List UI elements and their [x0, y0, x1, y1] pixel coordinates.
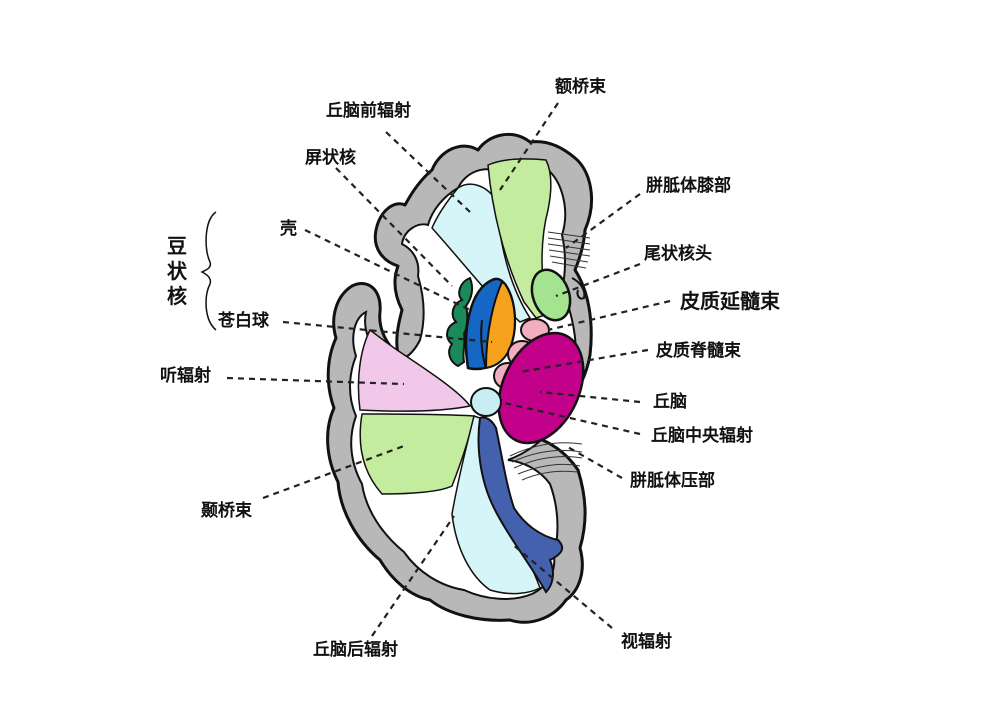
- label-thalamus: 丘脑: [653, 392, 687, 412]
- acoustic-radiation: [357, 328, 472, 412]
- label-posterior-thalamic-radiation: 丘脑后辐射: [313, 640, 398, 660]
- lateral-ventricle: [571, 277, 586, 300]
- label-claustrum: 屏状核: [305, 148, 356, 168]
- label-central-thalamic-radiation: 丘脑中央辐射: [651, 426, 753, 446]
- splenium-corpus-callosum: [509, 442, 583, 481]
- label-genu-corpus-callosum: 胼胝体膝部: [646, 176, 731, 196]
- label-putamen: 壳: [280, 219, 297, 239]
- label-globus-pallidus: 苍白球: [218, 311, 269, 331]
- label-temporopontine: 颞桥束: [201, 501, 252, 521]
- label-acoustic-radiation: 听辐射: [160, 366, 211, 386]
- genu-corpus-callosum: [547, 231, 591, 269]
- optic-radiation: [477, 416, 564, 594]
- label-lentiform-nucleus: 豆状核: [167, 234, 187, 308]
- caudate-head: [530, 268, 572, 322]
- temporopontine-tract: [359, 413, 475, 495]
- leader-lines: [226, 102, 671, 637]
- label-caudate-head: 尾状核头: [644, 244, 712, 264]
- globus-pallidus: [484, 280, 516, 370]
- label-optic-radiation: 视辐射: [621, 632, 672, 652]
- label-splenium-corpus-callosum: 胼胝体压部: [630, 471, 715, 491]
- central-thalamic-radiation: [470, 387, 502, 417]
- lentiform-brace: [200, 211, 217, 331]
- label-anterior-thalamic-radiation: 丘脑前辐射: [326, 101, 411, 121]
- label-corticobulbar: 皮质延髓束: [680, 289, 780, 313]
- label-corticospinal: 皮质脊髓束: [656, 341, 741, 361]
- label-frontopontine: 额桥束: [555, 77, 606, 97]
